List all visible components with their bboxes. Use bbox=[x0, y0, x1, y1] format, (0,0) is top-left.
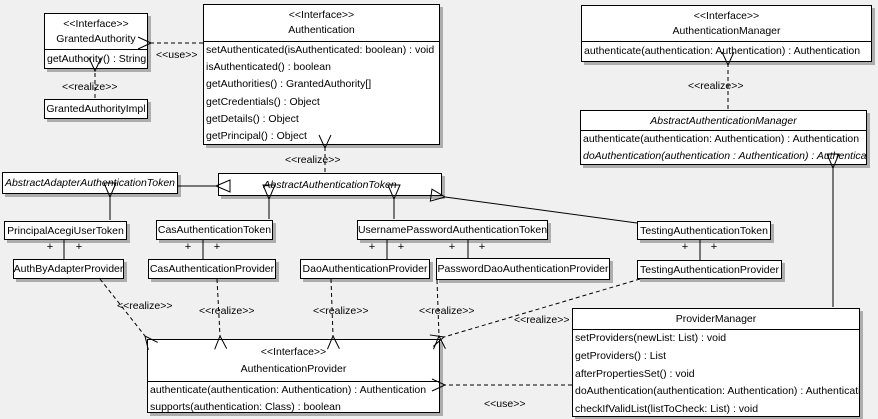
method: getAuthority() : String bbox=[47, 53, 147, 65]
class-name: AuthenticationProvider bbox=[240, 363, 347, 375]
method: authenticate(authentication: Authenticat… bbox=[584, 45, 861, 57]
realize-label: <<realize>> bbox=[313, 305, 369, 317]
class-name: CasAuthenticationProvider bbox=[149, 263, 275, 275]
class-cas-authentication-token: CasAuthenticationToken bbox=[156, 220, 273, 240]
class-password-dao-authentication-provider: PasswordDaoAuthenticationProvider bbox=[436, 258, 610, 280]
class-provider-manager: ProviderManager setProviders(newList: Li… bbox=[572, 308, 860, 417]
class-name: DaoAuthenticationProvider bbox=[302, 263, 428, 275]
association-end-plus: + bbox=[46, 241, 54, 253]
method: getPrincipal() : Object bbox=[206, 129, 307, 142]
association-end-plus: + bbox=[478, 241, 486, 253]
method: doAuthentication(authentication: Authent… bbox=[575, 385, 859, 398]
method: afterPropertiesSet() : void bbox=[575, 367, 695, 380]
class-testing-authentication-provider: TestingAuthenticationProvider bbox=[637, 260, 782, 279]
realize-label: <<realize>> bbox=[419, 305, 475, 317]
realize-label: <<realize>> bbox=[285, 154, 341, 166]
realize-label: <<realize>> bbox=[688, 80, 744, 92]
class-authentication-provider: <<Interface>> AuthenticationProvider aut… bbox=[147, 339, 440, 413]
class-principal-acegi-user-token: PrincipalAcegiUserToken bbox=[4, 221, 127, 240]
class-name: AbstractAuthenticationToken bbox=[263, 178, 397, 191]
realize-label: <<realize>> bbox=[62, 81, 118, 93]
class-abstract-adapter-authentication-token: AbstractAdapterAuthenticationToken bbox=[2, 172, 178, 194]
realize-label: <<realize>> bbox=[199, 305, 255, 317]
association-end-plus: + bbox=[448, 241, 456, 253]
association-end-plus: + bbox=[213, 241, 221, 253]
method: setProviders(newList: List) : void bbox=[575, 332, 727, 344]
method: supports(authentication: Class) : boolea… bbox=[150, 401, 341, 413]
class-name: AuthByAdapterProvider bbox=[13, 263, 124, 275]
stereotype-label: <<Interface>> bbox=[260, 346, 327, 358]
method: checkIfValidList(listToCheck: List) : vo… bbox=[575, 403, 759, 416]
method: setAuthenticated(isAuthenticated: boolea… bbox=[206, 44, 435, 56]
class-name: PrincipalAcegiUserToken bbox=[7, 224, 124, 237]
class-authentication-manager: <<Interface>> AuthenticationManager auth… bbox=[581, 5, 872, 62]
stereotype-label: <<Interface>> bbox=[63, 18, 129, 30]
method: isAuthenticated() : boolean bbox=[206, 61, 331, 74]
class-dao-authentication-provider: DaoAuthenticationProvider bbox=[300, 259, 430, 279]
class-name: GrantedAuthorityImpl bbox=[46, 103, 146, 115]
method: getCredentials() : Object bbox=[206, 95, 320, 108]
realize-label: <<realize>> bbox=[117, 300, 173, 312]
method: getDetails() : Object bbox=[206, 112, 299, 125]
association-end-plus: + bbox=[75, 241, 83, 253]
stereotype-label: <<Interface>> bbox=[288, 9, 355, 21]
association-end-plus: + bbox=[397, 241, 405, 253]
class-abstract-authentication-manager: AbstractAuthenticationManager authentica… bbox=[580, 110, 867, 165]
method: getAuthorities() : GrantedAuthority[] bbox=[206, 78, 372, 91]
class-name: AbstractAuthenticationManager bbox=[650, 115, 797, 127]
class-name: AuthenticationManager bbox=[672, 25, 781, 37]
realize-label: <<realize>> bbox=[514, 314, 570, 326]
method: doAuthentication(authentication : Authen… bbox=[583, 150, 866, 163]
method: authenticate(authentication: Authenticat… bbox=[150, 384, 427, 396]
class-name: Authentication bbox=[288, 24, 355, 36]
class-name: UsernamePasswordAuthenticationToken bbox=[357, 224, 548, 236]
class-testing-authentication-token: TestingAuthenticationToken bbox=[637, 221, 771, 240]
class-authentication: <<Interface>> Authentication setAuthenti… bbox=[203, 4, 440, 145]
class-name: ProviderManager bbox=[675, 313, 757, 325]
class-name: TestingAuthenticationProvider bbox=[640, 263, 779, 276]
class-name: PasswordDaoAuthenticationProvider bbox=[437, 263, 609, 275]
use-label: <<use>> bbox=[156, 49, 198, 61]
method: authenticate(authentication: Authenticat… bbox=[583, 133, 860, 145]
class-username-password-authentication-token: UsernamePasswordAuthenticationToken bbox=[357, 220, 548, 240]
class-granted-authority-impl: GrantedAuthorityImpl bbox=[44, 99, 148, 119]
class-name: CasAuthenticationToken bbox=[157, 224, 272, 236]
association-end-plus: + bbox=[710, 241, 718, 253]
class-auth-by-adapter-provider: AuthByAdapterProvider bbox=[13, 259, 124, 279]
class-granted-authority: <<Interface>> GrantedAuthority getAuthor… bbox=[44, 13, 148, 69]
association-end-plus: + bbox=[184, 241, 192, 253]
class-name: TestingAuthenticationToken bbox=[640, 224, 768, 237]
class-name: AbstractAdapterAuthenticationToken bbox=[4, 177, 176, 189]
class-name: GrantedAuthority bbox=[56, 33, 136, 45]
association-end-plus: + bbox=[681, 241, 689, 253]
class-cas-authentication-provider: CasAuthenticationProvider bbox=[148, 259, 276, 279]
stereotype-label: <<Interface>> bbox=[693, 10, 760, 22]
use-label: <<use>> bbox=[484, 398, 526, 410]
association-end-plus: + bbox=[368, 241, 376, 253]
method: getProviders() : List bbox=[575, 349, 667, 362]
class-abstract-authentication-token: AbstractAuthenticationToken bbox=[218, 173, 442, 196]
